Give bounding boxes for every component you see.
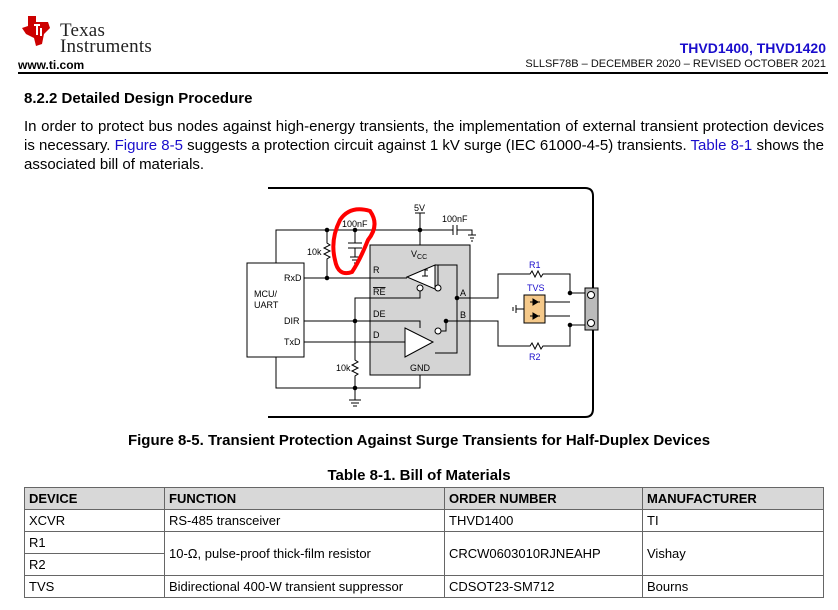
col-header: FUNCTION: [164, 487, 445, 510]
cell: RS-485 transceiver: [164, 509, 445, 532]
table-header-row: DEVICE FUNCTION ORDER NUMBER MANUFACTURE…: [24, 487, 824, 510]
section-heading: 8.2.2 Detailed Design Procedure: [24, 90, 253, 107]
cell: Bidirectional 400-W transient suppressor: [164, 575, 445, 598]
bus-connector: [584, 287, 599, 331]
label-5v: 5V: [414, 203, 425, 213]
label-b: B: [460, 310, 466, 320]
label-d: D: [373, 330, 380, 340]
table-row: R1 10-Ω, pulse-proof thick-film resistor…: [24, 531, 824, 576]
cell: TI: [642, 509, 824, 532]
col-header: ORDER NUMBER: [444, 487, 643, 510]
label-10k-top: 10k: [307, 247, 322, 257]
table-caption: Table 8-1. Bill of Materials: [327, 467, 511, 484]
label-10k-bottom: 10k: [336, 363, 351, 373]
cell: 10-Ω, pulse-proof thick-film resistor: [164, 531, 445, 576]
protection-circuit-diagram: MCU/ UART RxD DIR TxD 5V 100nF 100nF 10k…: [246, 187, 599, 418]
label-gnd: GND: [410, 363, 431, 373]
table-link[interactable]: Table 8-1: [690, 137, 753, 154]
label-rxd: RxD: [284, 273, 302, 283]
cell: CDSOT23-SM712: [444, 575, 643, 598]
red-annotation-circle: [331, 207, 377, 276]
label-cap2: 100nF: [442, 214, 468, 224]
para-text-1: In order to protect bus nodes against hi…: [24, 118, 824, 154]
ground-icon: [468, 234, 476, 242]
label-vcc: VCC: [411, 249, 427, 261]
figure-caption: Figure 8-5. Transient Protection Against…: [127, 432, 711, 449]
site-url[interactable]: www.ti.com: [18, 58, 85, 72]
header-rule: [18, 72, 828, 74]
label-dir: DIR: [284, 316, 300, 326]
cell: THVD1400: [444, 509, 643, 532]
body-paragraph: In order to protect bus nodes against hi…: [24, 117, 824, 174]
logo-line2: Instruments: [60, 36, 152, 57]
bom-table: DEVICE FUNCTION ORDER NUMBER MANUFACTURE…: [24, 487, 824, 598]
label-mcu1: MCU/: [254, 289, 277, 299]
cell: CRCW0603010RJNEAHP: [444, 531, 643, 576]
figure-link[interactable]: Figure 8-5: [114, 137, 183, 154]
cell: XCVR: [24, 509, 165, 532]
doc-revision: SLLSF78B – DECEMBER 2020 – REVISED OCTOB…: [525, 58, 826, 70]
label-a: A: [460, 288, 466, 298]
logo-line1: Texas: [60, 20, 106, 41]
cell: R1: [24, 531, 165, 554]
table-row: TVS Bidirectional 400-W transient suppre…: [24, 575, 824, 598]
col-header: MANUFACTURER: [642, 487, 824, 510]
label-cap1: 100nF: [342, 219, 368, 229]
label-r: R: [373, 265, 380, 275]
label-tvs: TVS: [527, 283, 545, 293]
cell: TVS: [24, 575, 165, 598]
para-text-2: suggests a protection circuit against 1 …: [182, 137, 691, 154]
tvs-device: [523, 294, 546, 324]
label-r2: R2: [529, 352, 541, 362]
cell: Vishay: [642, 531, 824, 576]
label-re: RE: [373, 287, 386, 297]
label-mcu2: UART: [254, 300, 279, 310]
col-header: DEVICE: [24, 487, 165, 510]
cell: Bourns: [642, 575, 824, 598]
doc-title[interactable]: THVD1400, THVD1420: [679, 40, 826, 56]
ti-logo-icon: [22, 16, 50, 46]
para-text-3: shows the associated bill of materials.: [24, 137, 824, 173]
label-de: DE: [373, 309, 386, 319]
cell: R2: [24, 553, 165, 576]
label-r1: R1: [529, 260, 541, 270]
label-txd: TxD: [284, 337, 301, 347]
table-row: XCVR RS-485 transceiver THVD1400 TI: [24, 509, 824, 532]
